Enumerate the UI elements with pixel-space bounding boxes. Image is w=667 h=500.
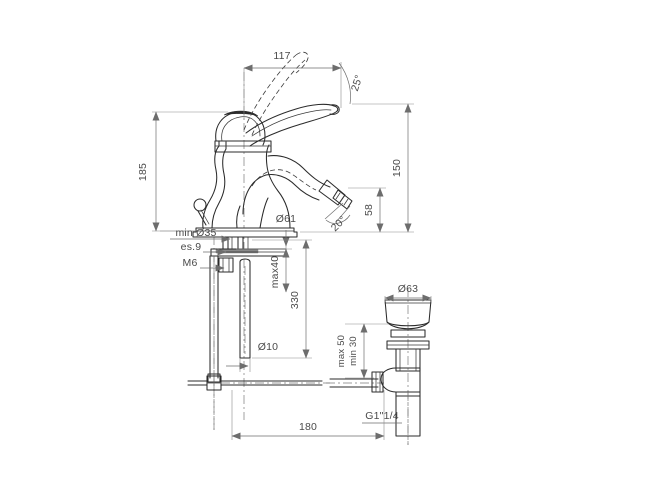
dimension-label-g114: G1"1/4 <box>365 410 399 422</box>
dimension-label-d61: Ø61 <box>276 213 296 225</box>
waste-top-flange <box>384 299 432 330</box>
pop-up-pull-rod <box>187 375 384 432</box>
dimension-spout-angle: 25° <box>338 62 366 105</box>
m6-nut-bracket <box>218 257 234 273</box>
dimension-label-min30: min 30 <box>348 336 359 366</box>
dimension-hose-diameter-10: Ø10 <box>226 341 278 372</box>
waste-pivot-housing <box>371 367 421 393</box>
dimension-rod-length-180: 180 <box>231 390 385 440</box>
dimension-label-117: 117 <box>273 50 290 62</box>
dimension-label-330: 330 <box>289 291 301 309</box>
dimension-waste-flange-63: Ø63 <box>384 283 432 302</box>
waste-washer-stack <box>386 329 430 350</box>
pop-up-lift-rod-knob <box>193 198 210 226</box>
dimension-label-min-d35: min Ø35 <box>175 227 216 239</box>
spout-arm <box>242 155 331 215</box>
dimension-hose-length-330: 330 <box>252 239 312 359</box>
spout-outlet-aerator <box>318 179 353 210</box>
dimension-label-d10: Ø10 <box>258 341 278 353</box>
dimension-label-d63: Ø63 <box>398 283 418 295</box>
dimension-spout-reach: 117 <box>243 50 342 120</box>
faucet-base-plate <box>192 227 298 238</box>
flexible-hose-right <box>239 258 251 359</box>
dimension-deck-max-40: max40 <box>236 248 292 293</box>
dimension-label-58: 58 <box>363 204 375 216</box>
dimension-label-180: 180 <box>299 421 317 433</box>
dimension-deck-thickness: es.9 <box>181 241 227 256</box>
waste-outlet-tube <box>395 391 421 445</box>
pop-up-waste-assembly <box>371 299 432 445</box>
dimension-label-185: 185 <box>137 163 149 181</box>
dimension-label-m6: M6 <box>183 257 198 269</box>
dimension-outlet-angle: 20° <box>324 202 351 234</box>
dimension-label-es9: es.9 <box>181 241 202 253</box>
faucet-cap-dome <box>214 110 272 153</box>
under-basin-washer <box>210 248 287 257</box>
flexible-hose-left <box>209 255 219 382</box>
dimension-label-20deg: 20° <box>329 214 349 234</box>
dimension-aerator-height: 58 <box>348 187 386 233</box>
faucet-body <box>202 140 291 229</box>
hose-end-fitting <box>207 373 221 383</box>
center-lines <box>213 72 409 445</box>
dimension-label-max50: max 50 <box>336 335 347 367</box>
dimension-label-max40: max40 <box>269 256 281 289</box>
dimension-min-diameter-35: min Ø35 <box>160 227 231 243</box>
dimension-stud-thread: M6 <box>183 257 225 272</box>
faucet-assembly <box>192 51 353 238</box>
dimension-label-150: 150 <box>391 159 403 177</box>
lever-handle <box>245 103 340 147</box>
dimension-waste-depth-range: max 50 min 30 <box>336 323 389 379</box>
dimension-outlet-height-total: 150 <box>300 103 414 233</box>
dimension-waste-thread: G1"1/4 <box>362 410 402 424</box>
dimension-label-25deg: 25° <box>349 73 366 92</box>
